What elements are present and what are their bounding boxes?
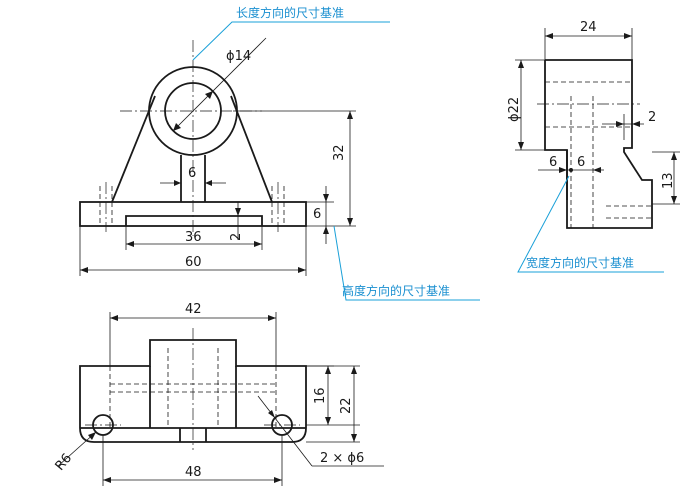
front-60-dim: 60 [185, 255, 202, 270]
top-42-dim: 42 [185, 302, 202, 317]
length-datum-label: 长度方向的尺寸基准 [236, 5, 344, 20]
side-22-arrow-top [518, 60, 524, 68]
front-bore-arrow-b [205, 91, 213, 99]
top-42-arrow-left [110, 315, 118, 321]
top-48-arrow-left [103, 477, 111, 483]
top-holes-arrow [268, 410, 275, 418]
side-24-arrow-left [545, 33, 553, 39]
datum-callouts: 长度方向的尺寸基准 高度方向的尺寸基准 宽度方向的尺寸基准 [192, 5, 664, 301]
front-2-dim: 2 [229, 233, 244, 241]
front-view: ϕ14 6 32 6 36 2 [79, 37, 356, 276]
side-outline [544, 59, 653, 229]
top-r6-dim: R6 [53, 451, 76, 474]
width-datum-label: 宽度方向的尺寸基准 [526, 255, 634, 270]
front-6-base-dim: 6 [313, 207, 321, 222]
top-r6-leader [57, 431, 97, 467]
front-rib-arrow-b [205, 180, 212, 186]
front-32-arrow-bottom [347, 218, 353, 226]
top-48-dim: 48 [185, 465, 202, 480]
top-22-dim: 22 [339, 397, 354, 414]
front-support-right [230, 95, 273, 203]
side-66-arrow-b [593, 167, 601, 173]
top-holes-leader [257, 395, 313, 467]
front-36-dim: 36 [185, 230, 202, 245]
height-datum-leader [333, 225, 480, 301]
side-22-arrow-bottom [518, 142, 524, 150]
front-36-arrow-right [254, 241, 262, 247]
front-bore-dim: ϕ14 [226, 49, 251, 64]
top-42-arrow-right [268, 315, 276, 321]
top-22-arrow-bottom [351, 434, 357, 442]
side-2-arrow-a [616, 121, 624, 127]
front-support-left [111, 95, 156, 203]
front-rib-arrow-a [174, 180, 181, 186]
height-datum-label: 高度方向的尺寸基准 [342, 283, 450, 298]
front-base-groove [125, 215, 263, 226]
front-rib-dim: 6 [188, 166, 196, 181]
width-datum-leader [517, 175, 664, 273]
side-2-arrow-b [632, 121, 640, 127]
top-22-arrow-top [351, 366, 357, 374]
length-datum-leader [192, 21, 390, 61]
side-13-dim: 13 [661, 172, 676, 189]
side-66-arrow-a [559, 167, 567, 173]
side-view: 24 ϕ22 2 6 6 13 [507, 20, 680, 229]
front-bore-leader [172, 37, 267, 132]
side-22-dim: ϕ22 [507, 97, 522, 122]
side-2-dim: 2 [648, 110, 656, 125]
front-32-dim: 32 [332, 144, 347, 161]
side-66-dot [569, 168, 573, 172]
top-holes-dim: 2 × ϕ6 [320, 451, 364, 466]
side-6a-dim: 6 [549, 155, 557, 170]
top-outline [79, 339, 307, 443]
side-6b-dim: 6 [577, 155, 585, 170]
front-60-arrow-left [80, 267, 88, 273]
top-16-arrow-bottom [325, 417, 331, 425]
side-24-arrow-right [624, 33, 632, 39]
side-13-arrow-top [671, 152, 677, 160]
front-60-arrow-right [298, 267, 306, 273]
side-24-dim: 24 [580, 20, 597, 35]
front-36-arrow-left [126, 241, 134, 247]
top-r6-arrow [88, 432, 96, 440]
front-6-arrow-bottom [323, 226, 329, 234]
front-6-arrow-top [323, 194, 329, 202]
front-bore-arrow-a [173, 123, 181, 131]
top-16-arrow-top [325, 366, 331, 374]
side-13-arrow-bottom [671, 196, 677, 204]
top-16-dim: 16 [313, 387, 328, 404]
top-view: 42 16 22 R6 2 × ϕ6 48 [53, 302, 384, 486]
top-48-arrow-right [274, 477, 282, 483]
front-2-arrow [235, 208, 241, 216]
front-32-arrow-top [347, 111, 353, 119]
